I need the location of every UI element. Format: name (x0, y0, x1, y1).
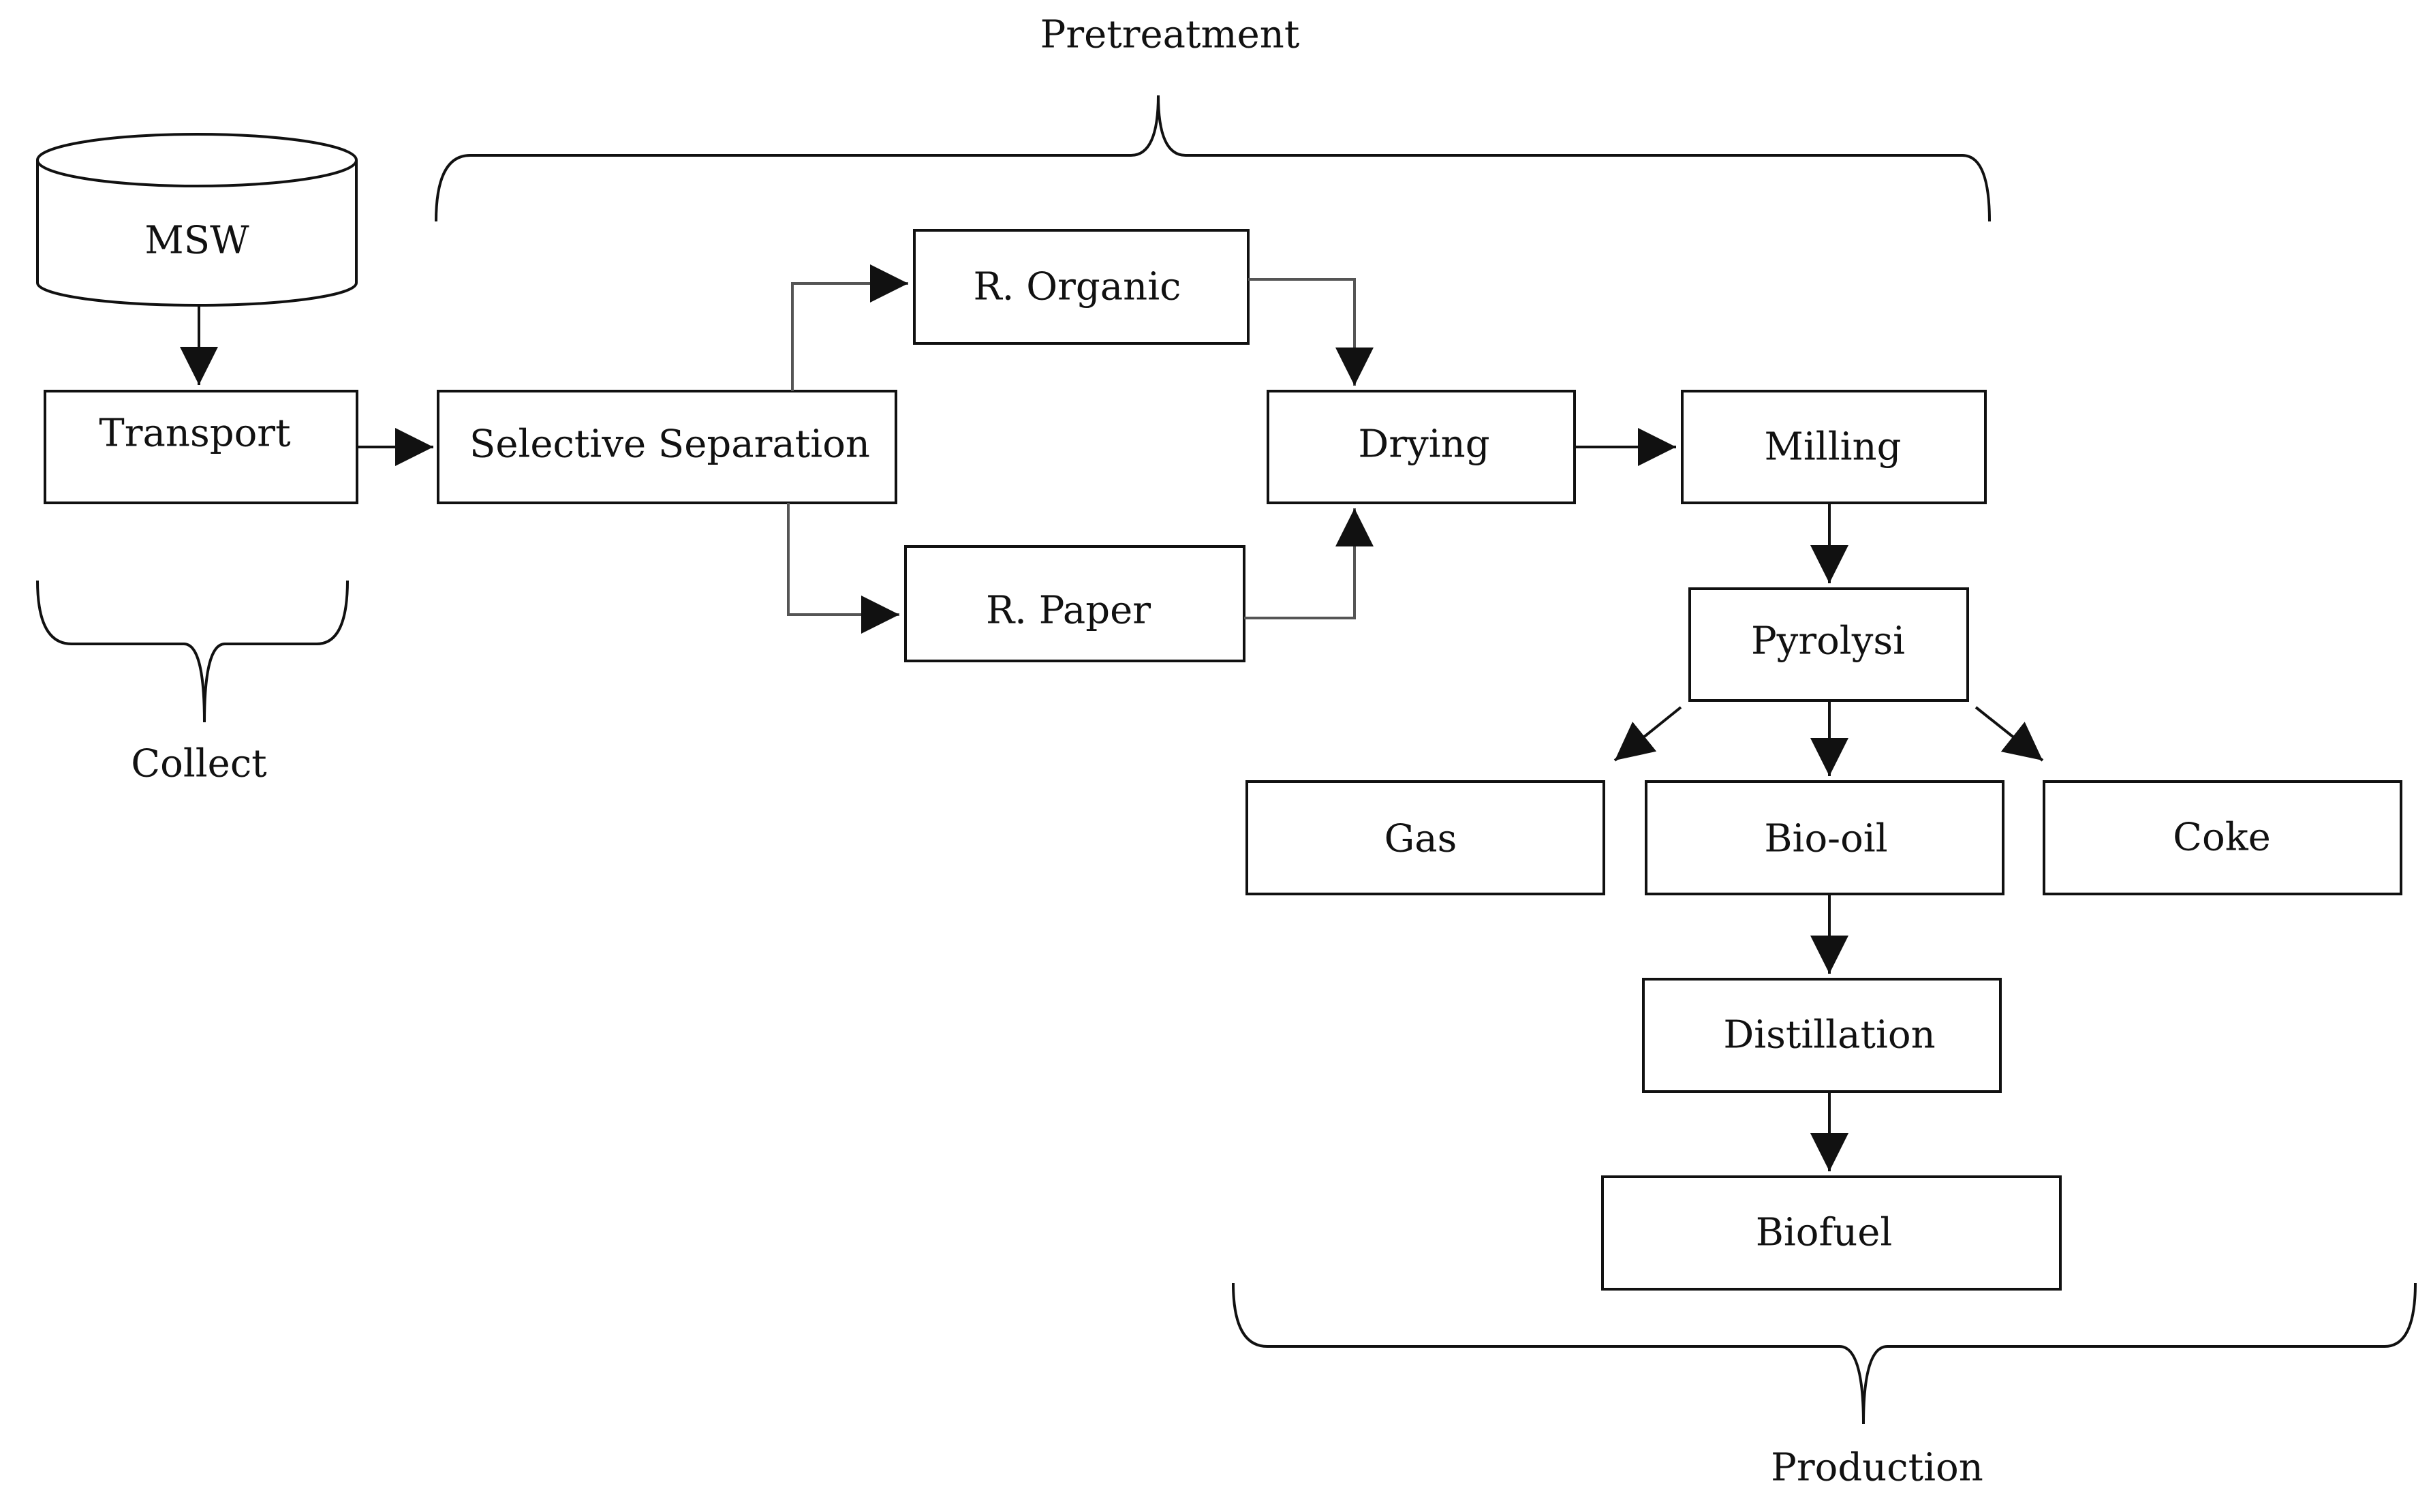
msw-label: MSW (144, 219, 249, 263)
biofuel-node: Biofuel (1601, 1175, 2062, 1291)
gas-label: Gas (1384, 817, 1457, 861)
arrow-pyrolysi-to-gas (1613, 706, 1682, 762)
pyrolysi-node: Pyrolysi (1688, 587, 1969, 702)
arrow-separation-to-paper (787, 503, 899, 634)
drying-label: Drying (1358, 422, 1489, 467)
gas-node: Gas (1245, 780, 1605, 895)
pretreatment-label: Pretreatment (1040, 13, 1300, 57)
selective-separation-node: Selective Separation (437, 390, 897, 504)
collect-label: Collect (131, 742, 267, 786)
drying-node: Drying (1267, 390, 1576, 504)
msw-database-node: MSW (36, 133, 358, 307)
pretreatment-brace (435, 95, 1991, 222)
distillation-label: Distillation (1723, 1013, 1935, 1058)
distillation-node: Distillation (1642, 978, 2002, 1093)
production-brace (1232, 1282, 2417, 1425)
milling-node: Milling (1681, 390, 1987, 504)
transport-label: Transport (99, 412, 291, 456)
arrow-paper-to-drying (1244, 508, 1374, 619)
r-paper-label: R. Paper (986, 589, 1151, 633)
r-paper-node: R. Paper (904, 545, 1245, 662)
arrow-pyrolysi-to-coke (1975, 706, 2044, 762)
production-label: Production (1771, 1446, 1983, 1490)
coke-node: Coke (2043, 780, 2402, 895)
biofuel-label: Biofuel (1756, 1211, 1893, 1255)
transport-node: Transport (44, 390, 358, 504)
collect-brace (36, 580, 349, 723)
selective-separation-label: Selective Separation (469, 422, 870, 467)
arrow-separation-to-organic (791, 264, 908, 391)
r-organic-label: R. Organic (973, 265, 1181, 309)
arrow-organic-to-drying (1248, 278, 1374, 386)
coke-label: Coke (2173, 816, 2271, 860)
pyrolysi-label: Pyrolysi (1751, 619, 1905, 664)
bio-oil-label: Bio-oil (1764, 817, 1887, 861)
bio-oil-node: Bio-oil (1645, 780, 2004, 895)
r-organic-node: R. Organic (913, 229, 1250, 345)
milling-label: Milling (1765, 425, 1902, 469)
